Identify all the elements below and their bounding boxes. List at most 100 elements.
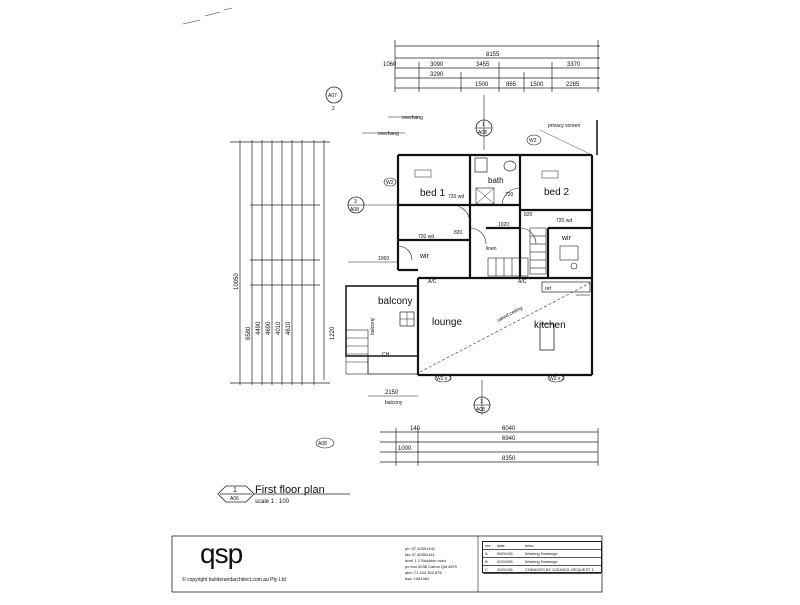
room-balcony: balcony [378,296,412,307]
raked-ceiling-line [419,282,591,373]
dim-side-1060: 1060 [378,256,389,262]
top-dimension-lines [394,40,600,92]
dim-top-b: 3090 [430,62,444,68]
dim-bottom-b: 6940 [502,436,516,442]
left-dimension-lines [230,140,330,385]
section-top-ref: A08 [478,130,487,136]
dim-top-a: 1060 [383,62,397,68]
dim-left-a: 6580 [246,326,252,340]
room-wir1: wir [419,253,430,260]
room-linen: linen [486,246,497,252]
rev-header-desc: desc [525,543,534,548]
dim-top-h: 1500 [530,82,544,88]
section-bottom-ref: A08 [476,407,485,413]
w2x2-tag: W2 x 2 [549,376,565,382]
title-block-frame [171,535,603,593]
rev-desc: Working Drawings [525,551,558,556]
balcony-dim-label: balcony [385,400,403,406]
contact-line: po box 5038 Cairns Qld 4870 [405,564,458,569]
rev-desc: CHANGES BY COUNCIL REQUEST 1 [525,567,594,572]
rev-id: A [485,551,488,556]
room-bed2: bed 2 [544,187,569,198]
plan-num: 1 [233,487,237,494]
overhang-label-2: overhang [378,131,399,137]
dim-bottom-d: 1000 [398,446,412,452]
rev-header-rev: rev [485,543,491,548]
ref-label: ref [545,286,551,292]
walls [396,153,594,377]
dim-left-e: 4610 [286,321,292,335]
dim-top-c: 3455 [476,62,490,68]
ref-a07-label: A07 [328,93,337,99]
section-left-num: 3 [354,199,357,205]
room-kitchen: kitchen [534,320,566,331]
contact-line: level 1 2 Stockton road [405,558,446,563]
basin-icon [503,160,517,172]
contact-line: ph: 07 40391441 [405,546,436,551]
revision-row: B 02/02/06 Working Drawings [483,558,601,566]
plan-title-symbol [217,485,350,503]
copyright-text: © copyright builderandarchitect.com.au P… [182,577,286,583]
rev-date: 05/01/06 [497,551,513,556]
bottom-dimension-lines [380,428,599,466]
revision-table: rev date desc A 05/01/06 Working Drawing… [482,541,602,574]
dim-top-g: 865 [506,82,517,88]
privacy-screen-label: privacy screen [548,123,580,129]
toilet-icon [474,157,488,173]
dim-top-f: 1500 [475,82,489,88]
w2x3-tag: W2 x 3 [436,376,452,382]
plan-ref: A06 [230,496,239,502]
section-top-num: 1 [482,122,485,128]
room-wir2: wir [561,235,572,242]
dim-top-e: 3290 [430,72,444,78]
dim-bottom-a: 6040 [502,426,516,432]
contact-line: bsa: 1081962 [405,576,430,581]
ref-a07-num: 2 [332,106,335,112]
ch-label: CH [382,352,390,358]
scan-artifacts [182,7,233,25]
room-lounge: lounge [432,317,462,328]
rev-date: 02/02/06 [497,559,513,564]
contact-block: ph: 07 40391441 fax 07 40391441 level 1 … [405,546,475,582]
raked-ceiling-label: raked ceiling [496,305,524,324]
revision-row: C 20/01/06 CHANGES BY COUNCIL REQUEST 1 [483,566,601,574]
revision-header: rev date desc [483,542,601,550]
ac-label-1: A/C [428,279,437,285]
shower-icon [475,187,495,205]
ref-bottom-left: A08 [318,441,327,447]
dim-top-i: 2285 [566,82,580,88]
section-bottom-num: 1 [480,399,483,405]
dim-door-b: 820 [524,212,533,218]
room-bath: bath [488,176,504,185]
rev-header-date: date [497,543,505,548]
rev-id: C [485,567,488,572]
dim-linen: 1020 [498,222,509,228]
revision-row: A 05/01/06 Working Drawings [483,550,601,558]
room-bed1: bed 1 [420,188,445,199]
company-logo: qsp [200,538,243,569]
section-left-ref: A08 [350,207,359,213]
rev-desc: Working Drawings [525,559,558,564]
dim-bottom-e: 140 [410,426,421,432]
dim-left-d: 4010 [276,321,282,335]
dim-balcony-side: 1220 [330,326,336,340]
staircase [487,227,547,277]
dim-top-d: 3370 [567,62,581,68]
dim-bottom-c: 8350 [502,456,516,462]
dim-left-overall: 10050 [234,273,240,290]
rev-id: B [485,559,488,564]
contact-line: abn: 71 104 302 876 [405,570,442,575]
dim-left-c: 4690 [266,321,272,335]
dim-wardrobe-a: 720 wd [448,194,464,200]
dim-top-overall: 8155 [486,52,500,58]
sink-icon [559,245,579,261]
rev-date: 20/01/06 [497,567,513,572]
dim-wardrobe-c: 720 wd [418,234,434,240]
ref-a07-marker [325,86,343,104]
kitchen-bench [541,281,591,293]
balcony-steps [345,329,369,375]
dim-left-b: 4490 [256,321,262,335]
ac-label-2: A/C [518,279,527,285]
